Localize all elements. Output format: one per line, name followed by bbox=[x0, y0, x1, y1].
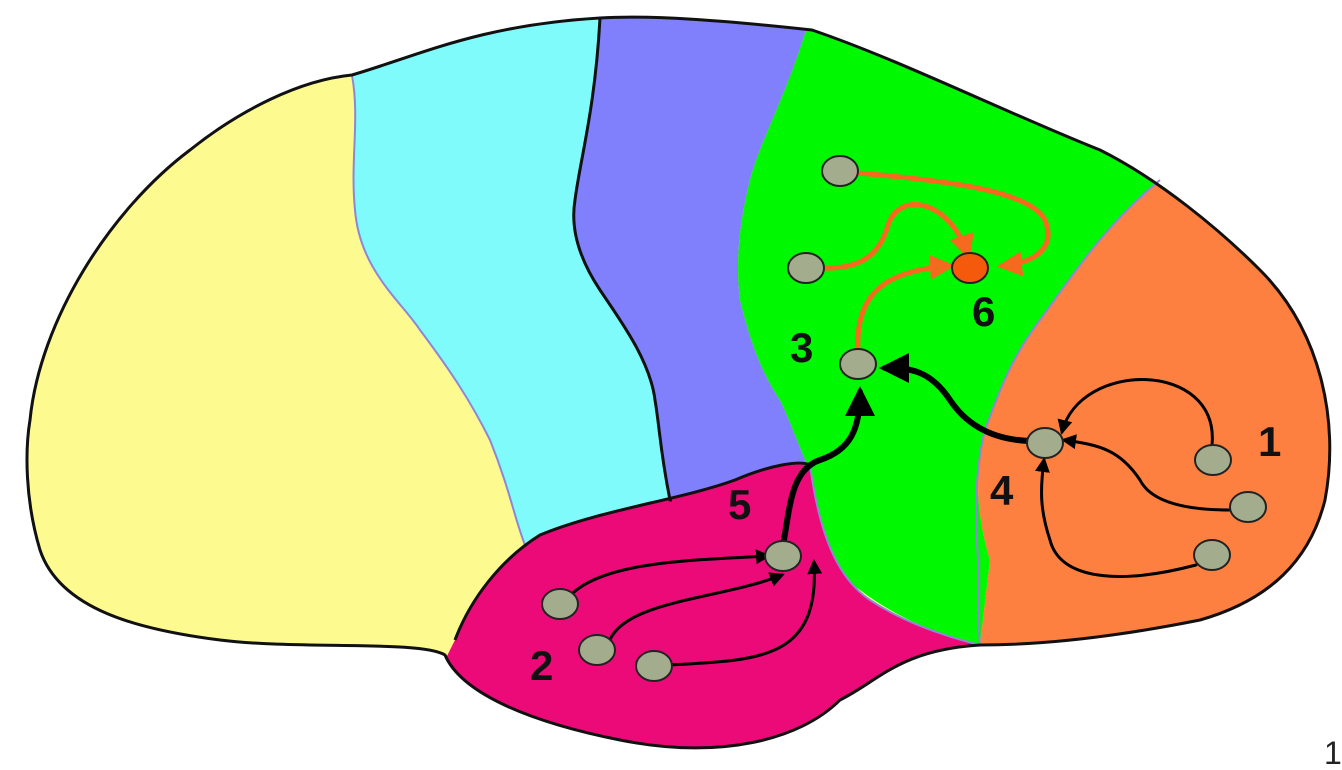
label-1: 1 bbox=[1258, 418, 1281, 465]
node-1b bbox=[1230, 492, 1266, 522]
node-5 bbox=[765, 541, 801, 571]
node-4 bbox=[1027, 428, 1063, 458]
node-2b bbox=[579, 635, 615, 665]
node-3 bbox=[840, 349, 876, 379]
page-number: 1 bbox=[1324, 735, 1342, 770]
node-1c bbox=[1194, 540, 1230, 570]
label-2: 2 bbox=[530, 642, 553, 689]
node-2a bbox=[542, 589, 578, 619]
node-1a bbox=[1195, 445, 1231, 475]
label-6: 6 bbox=[972, 288, 995, 335]
label-5: 5 bbox=[728, 481, 751, 528]
node-6-target bbox=[952, 253, 988, 283]
node-top bbox=[822, 156, 858, 186]
node-mid bbox=[788, 253, 824, 283]
label-3: 3 bbox=[790, 324, 813, 371]
label-4: 4 bbox=[990, 467, 1014, 514]
node-2c bbox=[636, 651, 672, 681]
